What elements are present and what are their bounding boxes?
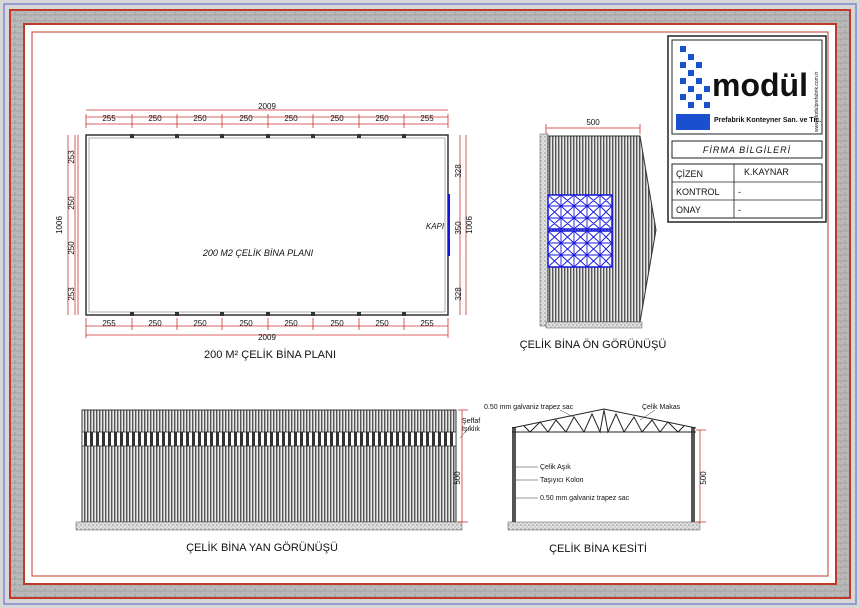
plan-right-seg-2: 350 [454,221,463,235]
row-label-drawn-by: ÇİZEN [676,169,703,179]
section-wall-sheet-label: 0.50 mm galvaniz trapez sac [540,495,630,502]
logo-url: www.modulprefabrik.com.tr [814,71,820,132]
side-skylight [81,431,457,447]
cross-section: 500 0.50 mm galvaniz trapez sac Çelik Ma… [484,404,708,555]
front-width-label: 500 [586,118,600,127]
logo-word: modül [712,67,808,103]
side-view: 500 Şeffaf Işıklık ÇELİK BİNA YAN GÖRÜNÜ… [75,409,480,554]
section-purlin-label: Çelik Aşık [540,464,571,471]
plan-top-seg-4: 250 [239,114,253,123]
plan-bottom-seg-5: 250 [284,319,298,328]
side-wall [81,409,457,523]
outer-border [3,3,857,605]
plan-left-seg-4: 253 [67,287,76,301]
side-caption: ÇELİK BİNA YAN GÖRÜNÜŞÜ [186,541,338,554]
logo-subtitle: Prefabrik Konteyner San. ve Tic. [714,117,821,124]
title-block: modül Prefabrik Konteyner San. ve Tic. w… [667,35,827,223]
row-value-drawn-by: K.KAYNAR [744,167,789,177]
plan-total-depth-left: 1006 [55,216,64,234]
section-caption: ÇELİK BİNA KESİTİ [549,542,647,555]
plan-top-seg-5: 250 [284,114,298,123]
plan-outline [85,134,449,316]
plan-top-seg-1: 255 [102,114,116,123]
plan-inner-label: 200 M2 ÇELİK BİNA PLANI [202,248,314,258]
plan-bottom-seg-1: 255 [102,319,116,328]
section-title: FİRMA BİLGİLERİ [703,145,791,155]
section-column-label: Taşıyıcı Kolon [540,477,584,484]
front-caption: ÇELİK BİNA ÖN GÖRÜNÜŞÜ [520,338,667,351]
plan-bottom-seg-2: 250 [148,319,162,328]
plan-left-seg-1: 253 [67,150,76,164]
plan-bottom-seg-7: 250 [375,319,389,328]
plan-caption: 200 M² ÇELİK BİNA PLANI [204,348,336,361]
plan-left-seg-3: 250 [67,241,76,255]
plan-total-depth-right: 1006 [465,216,474,234]
plan-top-seg-2: 250 [148,114,162,123]
section-height-label: 500 [699,471,708,485]
plan-right-seg-3: 328 [454,287,463,301]
row-label-approval: ONAY [676,205,701,215]
roof-truss [511,408,697,434]
section-roof-sheet-label: 0.50 mm galvaniz trapez sac [484,404,574,411]
plan-right-seg-1: 328 [454,164,463,178]
plan-left-seg-2: 250 [67,196,76,210]
plan-total-width-bottom: 2009 [258,333,276,342]
plan-top-seg-3: 250 [193,114,207,123]
row-value-control: - [738,187,741,197]
plan-top-seg-7: 250 [375,114,389,123]
plan-total-width-top: 2009 [258,102,276,111]
floor-plan: 2009 2009 1006 1006 255 250 250 250 250 … [55,102,474,361]
plan-bottom-seg-8: 255 [420,319,434,328]
right-column [691,427,695,522]
section-truss-label: Çelik Makas [642,404,681,411]
front-view: 500 ÇELİK BİNA ÖN GÖRÜNÜŞÜ [520,118,667,351]
row-label-control: KONTROL [676,187,720,197]
plan-top-seg-6: 250 [330,114,344,123]
skylight-label-2: Işıklık [462,426,480,433]
left-column [512,427,516,522]
logo-mark [676,46,710,130]
row-value-approval: - [738,205,741,215]
skylight-label-1: Şeffaf [462,418,480,425]
plan-top-seg-8: 255 [420,114,434,123]
side-height-label: 500 [453,471,462,485]
plan-bottom-seg-3: 250 [193,319,207,328]
plan-bottom-seg-4: 250 [239,319,253,328]
door-label: KAPI [426,222,445,231]
plan-bottom-seg-6: 250 [330,319,344,328]
